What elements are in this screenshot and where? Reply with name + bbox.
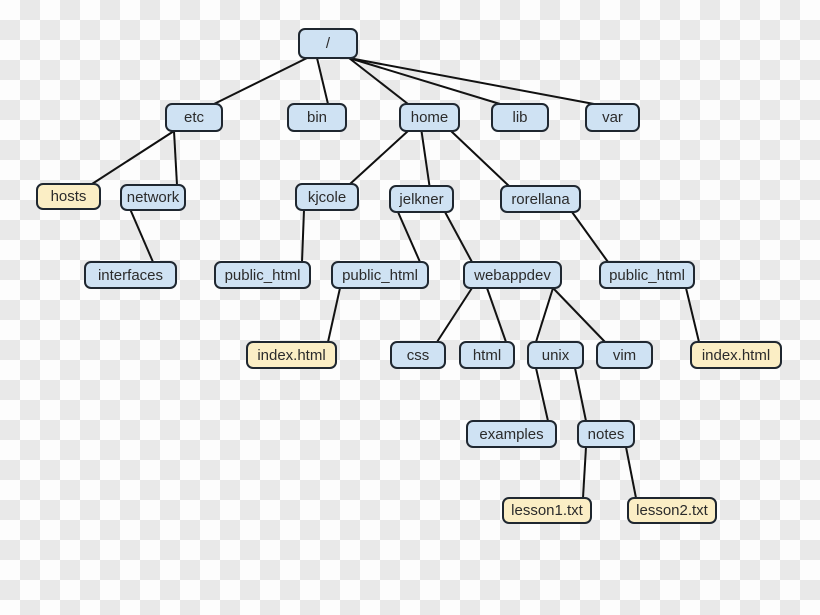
edge-home-jelkner: [420, 130, 431, 187]
node-label: index.html: [701, 346, 771, 364]
node-lesson2_txt: lesson2.txt: [627, 497, 717, 524]
node-label: lib: [512, 109, 528, 126]
node-network: network: [120, 184, 186, 211]
edge-public_html_jelkner-index_html_jelkner: [327, 287, 341, 343]
node-label: css: [406, 346, 430, 364]
node-label: webappdev: [474, 266, 551, 284]
node-label: public_html: [342, 266, 418, 284]
node-etc: etc: [165, 103, 223, 132]
node-label: kjcole: [307, 188, 347, 206]
node-label: rorellana: [511, 190, 570, 208]
node-lib: lib: [491, 103, 549, 132]
edge-home-kjcole: [349, 130, 409, 185]
node-index_html_rorellana: index.html: [690, 341, 782, 369]
edge-etc-network: [173, 130, 178, 186]
node-label: index.html: [257, 346, 326, 364]
edge-webappdev-html: [486, 287, 507, 343]
node-lesson1_txt: lesson1.txt: [502, 497, 592, 524]
node-rorellana: rorellana: [500, 185, 581, 213]
node-hosts: hosts: [36, 183, 101, 210]
node-label: lesson2.txt: [636, 502, 708, 519]
node-public_html_kjcole: public_html: [214, 261, 311, 289]
node-root: /: [298, 28, 358, 59]
edge-etc-hosts: [91, 130, 175, 185]
node-notes: notes: [577, 420, 635, 448]
node-css: css: [390, 341, 446, 369]
edge-root-var: [348, 57, 595, 105]
node-label: network: [126, 189, 180, 206]
edge-notes-lesson1_txt: [582, 446, 587, 499]
node-html: html: [459, 341, 515, 369]
node-vim: vim: [596, 341, 653, 369]
node-index_html_jelkner: index.html: [246, 341, 337, 369]
node-label: public_html: [224, 266, 301, 284]
node-public_html_rorellana: public_html: [599, 261, 695, 289]
edge-unix-examples: [535, 367, 549, 422]
node-unix: unix: [527, 341, 584, 369]
node-label: examples: [479, 425, 544, 443]
node-label: var: [602, 109, 623, 126]
edge-unix-notes: [574, 367, 587, 422]
node-jelkner: jelkner: [389, 185, 454, 213]
edge-public_html_rorellana-index_html_rorellana: [685, 287, 700, 343]
edge-jelkner-public_html_jelkner: [397, 211, 421, 263]
node-label: etc: [183, 109, 204, 126]
node-home: home: [399, 103, 460, 132]
node-label: hosts: [50, 188, 87, 205]
edge-webappdev-vim: [552, 287, 606, 343]
node-label: jelkner: [399, 190, 444, 208]
edge-root-bin: [316, 57, 329, 105]
edge-webappdev-css: [436, 287, 473, 343]
edge-webappdev-unix: [535, 287, 554, 343]
node-examples: examples: [466, 420, 557, 448]
edge-notes-lesson2_txt: [625, 446, 637, 499]
edge-rorellana-public_html_rorellana: [571, 211, 609, 263]
node-label: home: [410, 109, 449, 126]
node-label: bin: [306, 109, 328, 126]
edge-home-rorellana: [450, 130, 510, 187]
node-kjcole: kjcole: [295, 183, 359, 211]
edge-jelkner-webappdev: [444, 211, 473, 263]
node-interfaces: interfaces: [84, 261, 177, 289]
node-label: notes: [587, 425, 625, 443]
edge-root-etc: [213, 57, 308, 105]
node-webappdev: webappdev: [463, 261, 562, 289]
node-bin: bin: [287, 103, 347, 132]
node-label: interfaces: [97, 266, 164, 284]
node-public_html_jelkner: public_html: [331, 261, 429, 289]
edge-root-lib: [348, 57, 501, 105]
edge-kjcole-public_html_kjcole: [301, 209, 305, 263]
edge-network-interfaces: [129, 209, 154, 263]
node-label: /: [325, 35, 331, 52]
node-var: var: [585, 103, 640, 132]
node-label: public_html: [609, 266, 685, 284]
node-label: unix: [541, 346, 570, 364]
node-label: vim: [612, 346, 637, 364]
node-label: html: [472, 346, 502, 364]
edge-root-home: [348, 57, 409, 105]
node-label: lesson1.txt: [511, 502, 583, 519]
